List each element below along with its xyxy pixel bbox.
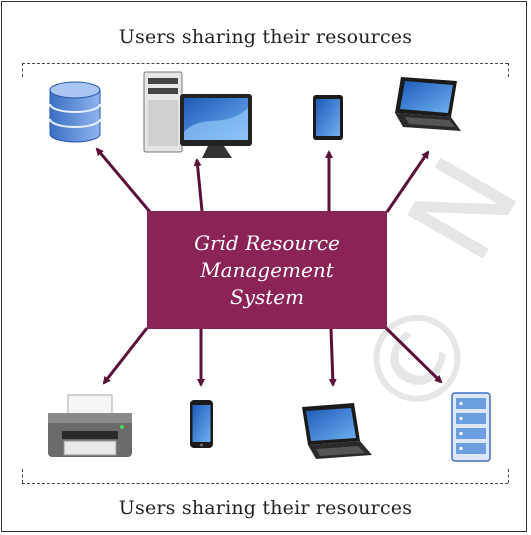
laptop-icon bbox=[302, 403, 372, 459]
desktop-computer-icon bbox=[143, 71, 252, 158]
tablet-icon bbox=[313, 95, 343, 140]
printer-icon bbox=[48, 394, 132, 457]
smartphone-icon bbox=[190, 400, 213, 448]
bottom-dashed-border-right bbox=[508, 469, 509, 483]
arrow-to-laptop-bottom bbox=[328, 328, 337, 387]
top-caption: Users sharing their resources bbox=[118, 26, 413, 48]
center-line-1: Grid Resource bbox=[194, 230, 340, 255]
top-dashed-border-left bbox=[22, 63, 23, 77]
bottom-dashed-border-left bbox=[22, 469, 23, 483]
database-icon bbox=[49, 81, 101, 143]
top-dashed-border-right bbox=[508, 63, 509, 77]
arrow-to-desktop bbox=[193, 158, 204, 212]
arrow-to-server bbox=[384, 326, 443, 384]
arrows bbox=[95, 147, 443, 387]
bottom-dashed-border bbox=[22, 483, 508, 484]
center-line-2: Management bbox=[200, 257, 334, 282]
center-line-3: System bbox=[229, 284, 305, 309]
bottom-caption: Users sharing their resources bbox=[118, 497, 413, 519]
arrow-to-printer bbox=[102, 327, 149, 385]
arrow-to-laptop-top bbox=[385, 150, 430, 213]
server-icon bbox=[451, 392, 491, 462]
top-dashed-border bbox=[22, 63, 508, 64]
arrow-to-database bbox=[95, 147, 152, 213]
laptop-icon bbox=[395, 77, 461, 131]
grid-resource-management-box: Grid Resource Management System bbox=[147, 211, 387, 329]
